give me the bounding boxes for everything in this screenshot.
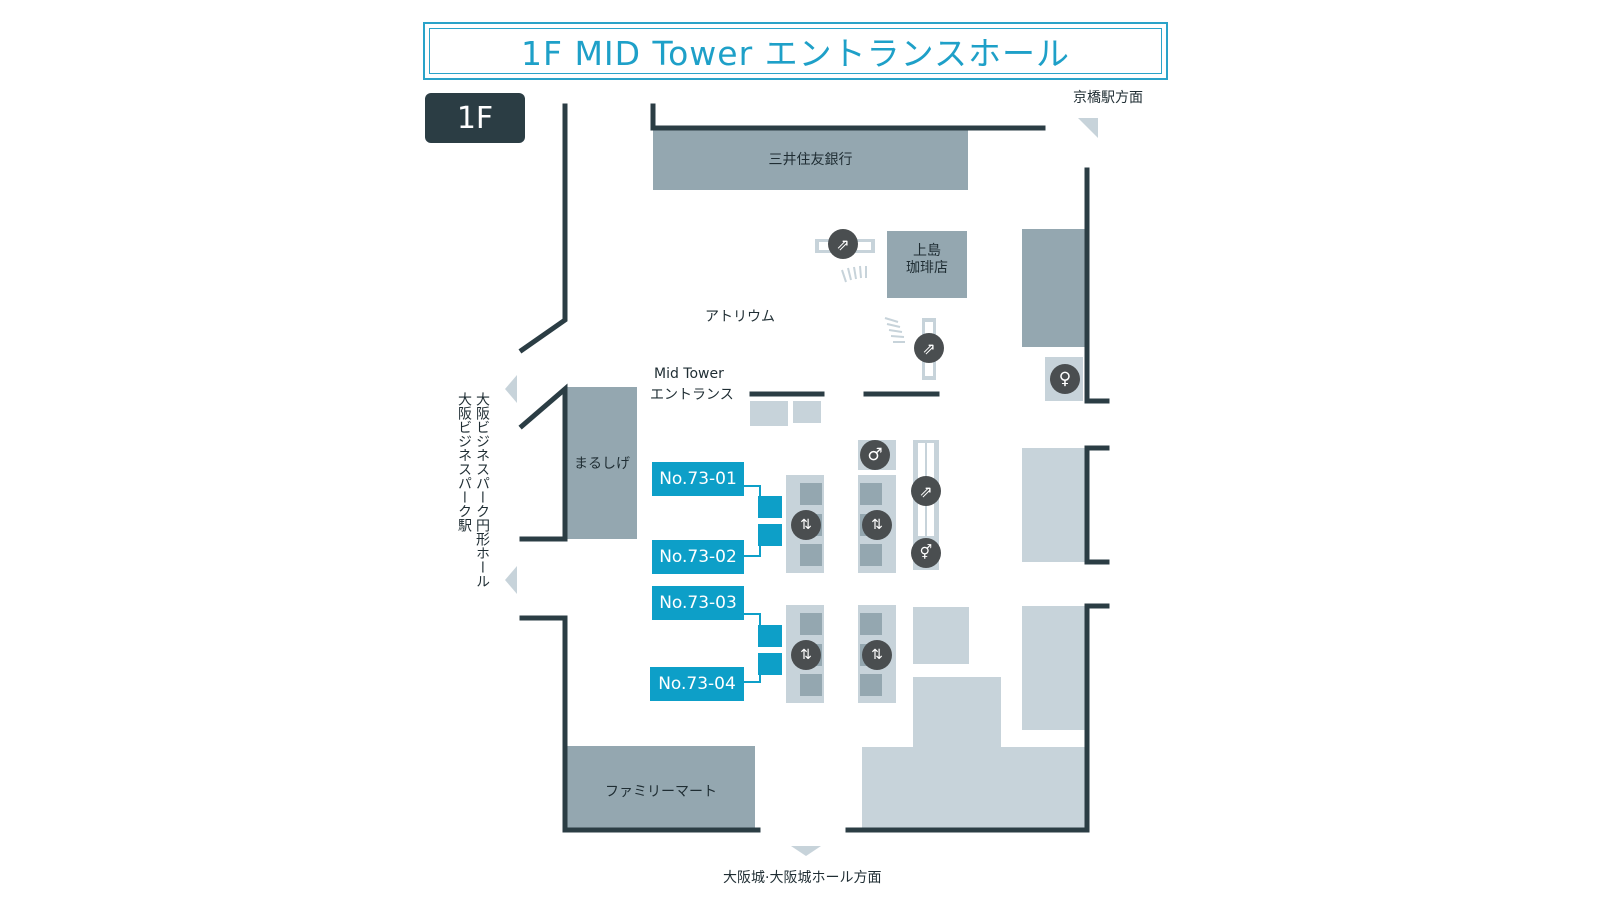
elevator-icon: ⇅ (791, 510, 821, 540)
restroom-male-icon: ♂ (860, 440, 890, 470)
wall-right-upper (1084, 167, 1110, 404)
direction-osakajo: 大阪城·大阪城ホール方面 (723, 870, 882, 886)
marushige-label: まるしげ (574, 456, 630, 472)
arrow-bottom (791, 846, 821, 856)
room-center-low (913, 677, 1001, 747)
escalator-icon: ⇗ (828, 229, 858, 259)
elevator-hall-tag-2[interactable]: No.73-02 (652, 540, 744, 574)
floor-badge: 1F (425, 93, 525, 143)
right-room-top (1022, 229, 1087, 347)
elevator-hall-label: No.73-04 (658, 674, 736, 694)
title-box: 1F MID Tower エントランスホール (423, 22, 1168, 80)
restroom-female-icon: ♀ (1050, 364, 1080, 394)
cafe-label: 上島 珈琲店 (906, 243, 948, 276)
wall-right-lower (1084, 603, 1110, 833)
room-bottom-big (862, 747, 1087, 830)
elevator-hall-label: No.73-03 (659, 593, 737, 613)
right-room-low (1022, 606, 1087, 730)
cafe-block (887, 231, 967, 298)
wall-left-mid (518, 383, 568, 542)
arrow-kyobashi (1078, 118, 1098, 138)
elevator-hall-label: No.73-01 (659, 469, 737, 489)
wall-top (650, 103, 1046, 131)
marushige-block (567, 387, 637, 539)
bank-label: 三井住友銀行 (768, 152, 853, 168)
direction-obp-hall: 大阪ビジネスパーク円形ホール (474, 392, 490, 588)
direction-obp-station: 大阪ビジネスパーク駅 (456, 392, 472, 532)
familymart-label: ファミリーマート (605, 784, 717, 800)
wall-left-upper (518, 103, 568, 354)
elevator-icon: ⇅ (862, 640, 892, 670)
bank-block (653, 128, 968, 190)
right-room-mid (1022, 448, 1087, 562)
arrow-left-lower (505, 566, 517, 594)
restroom-icon: ⚥ (911, 538, 941, 568)
elevator-icon: ⇅ (791, 640, 821, 670)
arrow-left-upper (505, 375, 517, 403)
escalator-icon: ⇗ (911, 476, 941, 506)
elevator-hall-label: No.73-02 (659, 547, 737, 567)
wall-left-lower (519, 615, 761, 833)
familymart-block (567, 746, 755, 830)
wall-right-mid (1084, 445, 1110, 565)
kiosk-2 (793, 401, 821, 423)
atrium-label: アトリウム (705, 309, 775, 325)
elevator-icon: ⇅ (862, 510, 892, 540)
direction-kyobashi: 京橋駅方面 (1073, 90, 1143, 106)
elevator-hall-tag-1[interactable]: No.73-01 (652, 462, 744, 496)
kiosk-1 (750, 401, 788, 426)
map-title: 1F MID Tower エントランスホール (429, 28, 1162, 74)
entrance-label-line1: Mid Tower (654, 366, 724, 382)
entrance-label-line2: エントランス (650, 387, 734, 403)
escalator-icon: ⇗ (914, 333, 944, 363)
elevator-hall-tag-3[interactable]: No.73-03 (652, 586, 744, 620)
elevator-hall-tag-4[interactable]: No.73-04 (650, 667, 744, 701)
room-center-sq (913, 607, 969, 664)
